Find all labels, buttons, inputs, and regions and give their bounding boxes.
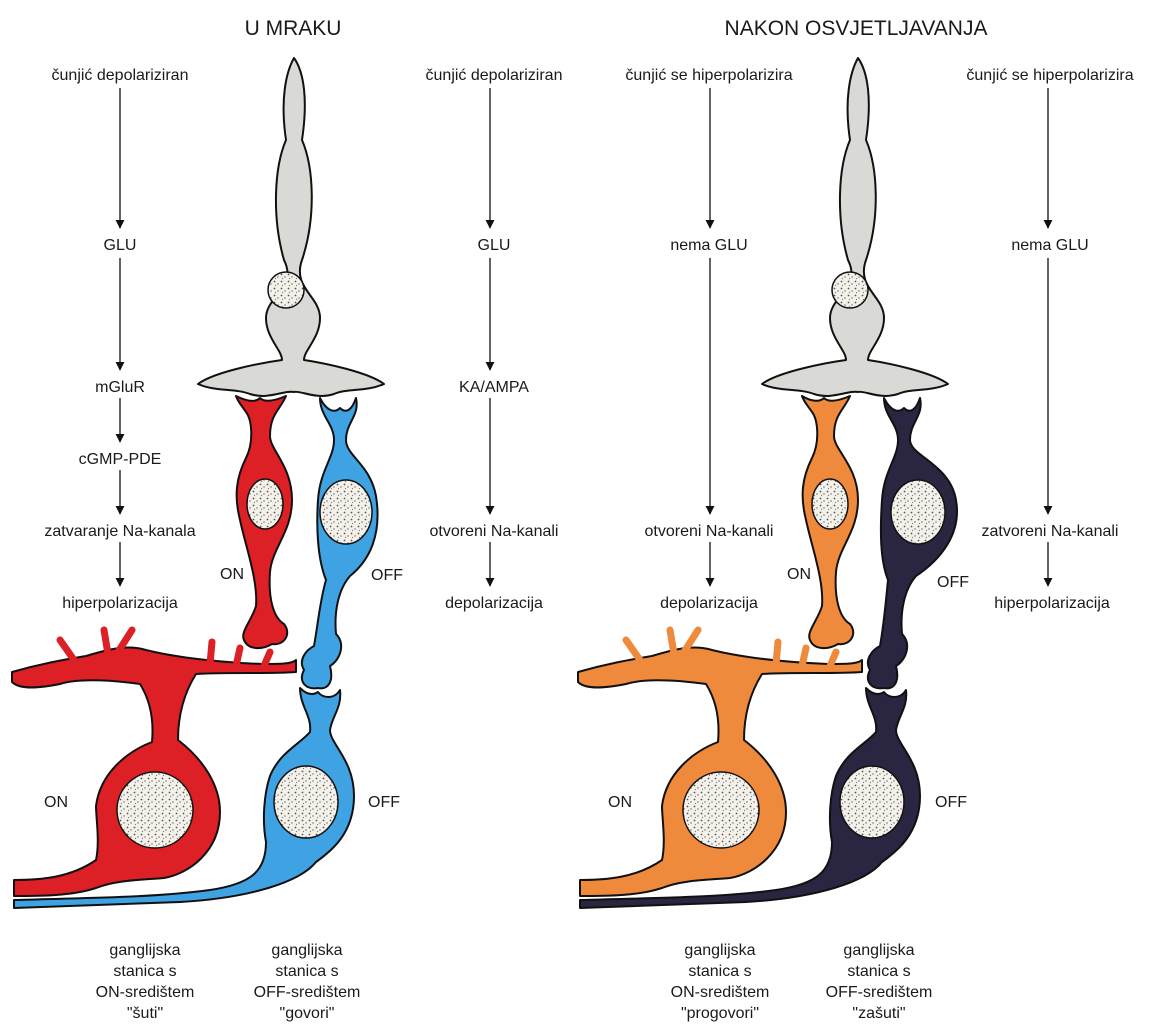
right-on-bipolar-nucleus bbox=[812, 479, 848, 529]
left-off-ganglion-caption: ganglijska stanica s OFF-središtem "govo… bbox=[254, 940, 361, 1024]
caption-line: OFF-središtem bbox=[254, 982, 361, 1003]
left-off-bipolar-nucleus bbox=[320, 480, 372, 544]
left-cone-nucleus bbox=[268, 272, 304, 308]
right-on-step-4: depolarizacija bbox=[660, 596, 758, 612]
caption-line: stanica s bbox=[254, 961, 361, 982]
caption-line: stanica s bbox=[96, 961, 195, 982]
caption-line: "progovori" bbox=[671, 1003, 770, 1024]
left-on-bipolar-nucleus bbox=[247, 479, 283, 529]
left-on-bipolar-label: ON bbox=[220, 567, 244, 583]
left-on-ganglion-caption: ganglijska stanica s ON-središtem "šuti" bbox=[96, 940, 195, 1024]
left-off-step-2: GLU bbox=[478, 238, 511, 254]
caption-line: ganglijska bbox=[96, 940, 195, 961]
caption-line: stanica s bbox=[671, 961, 770, 982]
left-off-ganglion-nucleus bbox=[274, 766, 338, 838]
left-off-bipolar-cell bbox=[302, 398, 378, 688]
right-off-ganglion-nucleus bbox=[840, 766, 904, 838]
caption-line: "zašuti" bbox=[826, 1003, 933, 1024]
left-on-step-4: cGMP-PDE bbox=[79, 452, 162, 468]
left-on-ganglion-label: ON bbox=[44, 795, 68, 811]
left-on-bipolar-cell bbox=[236, 396, 292, 648]
right-off-bipolar-label: OFF bbox=[937, 575, 969, 591]
right-off-ganglion-caption: ganglijska stanica s OFF-središtem "zašu… bbox=[826, 940, 933, 1024]
caption-line: ganglijska bbox=[671, 940, 770, 961]
left-off-step-3: KA/AMPA bbox=[459, 380, 529, 396]
right-off-step-1: čunjić se hiperpolarizira bbox=[966, 68, 1133, 84]
left-off-step-1: čunjić depolariziran bbox=[426, 68, 563, 84]
left-off-ganglion-label: OFF bbox=[368, 795, 400, 811]
left-off-step-5: depolarizacija bbox=[445, 596, 543, 612]
caption-line: OFF-središtem bbox=[826, 982, 933, 1003]
right-on-ganglion-caption: ganglijska stanica s ON-središtem "progo… bbox=[671, 940, 770, 1024]
right-on-ganglion-nucleus bbox=[683, 772, 759, 848]
right-off-step-4: hiperpolarizacija bbox=[994, 596, 1110, 612]
right-off-bipolar-cell bbox=[868, 398, 957, 688]
left-off-bipolar-label: OFF bbox=[371, 568, 403, 584]
caption-line: ganglijska bbox=[826, 940, 933, 961]
right-on-bipolar-cell bbox=[802, 396, 858, 648]
caption-line: ON-središtem bbox=[96, 982, 195, 1003]
caption-line: "šuti" bbox=[96, 1003, 195, 1024]
left-on-step-3: mGluR bbox=[95, 380, 145, 396]
right-cone-photoreceptor bbox=[762, 58, 948, 396]
right-off-step-2: nema GLU bbox=[1011, 238, 1088, 254]
right-off-bipolar-nucleus bbox=[891, 480, 945, 544]
right-on-ganglion-cell bbox=[578, 630, 862, 896]
right-on-step-3: otvoreni Na-kanali bbox=[645, 524, 774, 540]
right-panel-title: NAKON OSVJETLJAVANJA bbox=[725, 18, 988, 39]
left-on-step-2: GLU bbox=[104, 238, 137, 254]
left-on-step-1: čunjić depolariziran bbox=[52, 68, 189, 84]
left-on-step-5: zatvaranje Na-kanala bbox=[44, 524, 195, 540]
caption-line: stanica s bbox=[826, 961, 933, 982]
left-off-step-4: otvoreni Na-kanali bbox=[430, 524, 559, 540]
right-on-step-1: čunjić se hiperpolarizira bbox=[625, 68, 792, 84]
right-on-step-2: nema GLU bbox=[670, 238, 747, 254]
right-cone-nucleus bbox=[832, 272, 868, 308]
left-panel-title: U MRAKU bbox=[245, 18, 342, 39]
left-on-ganglion-nucleus bbox=[117, 772, 193, 848]
caption-line: "govori" bbox=[254, 1003, 361, 1024]
caption-line: ganglijska bbox=[254, 940, 361, 961]
left-on-step-6: hiperpolarizacija bbox=[62, 596, 178, 612]
right-off-step-3: zatvoreni Na-kanali bbox=[982, 524, 1119, 540]
left-cone-photoreceptor bbox=[198, 58, 384, 396]
caption-line: ON-središtem bbox=[671, 982, 770, 1003]
right-on-ganglion-label: ON bbox=[608, 795, 632, 811]
right-off-ganglion-label: OFF bbox=[935, 795, 967, 811]
left-on-ganglion-cell bbox=[12, 630, 296, 896]
right-on-bipolar-label: ON bbox=[787, 567, 811, 583]
